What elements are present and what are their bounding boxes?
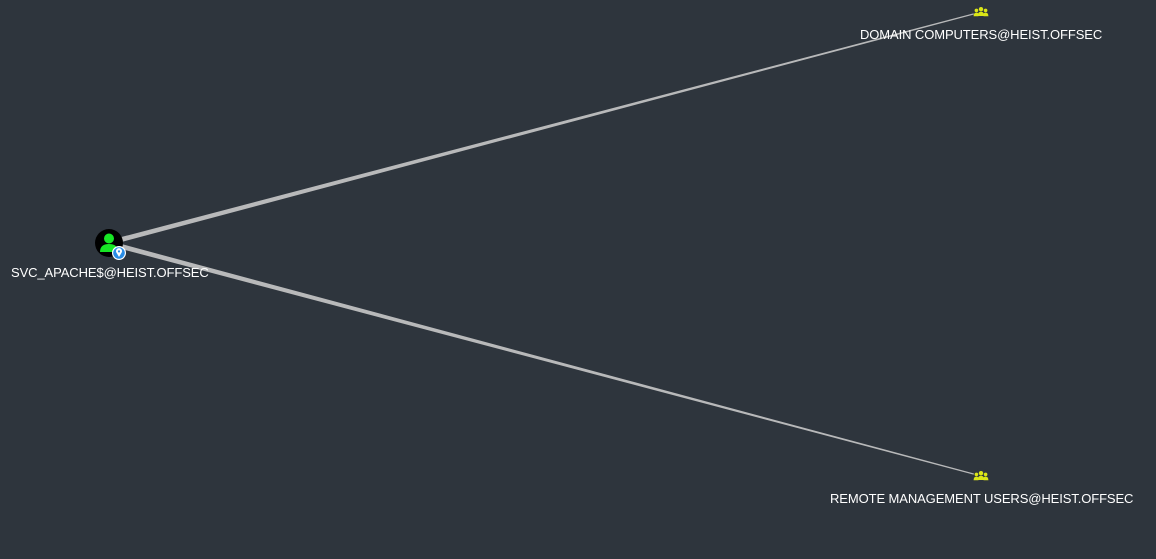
edge-svc-to-domain-computers[interactable] <box>112 11 981 245</box>
node-remote-management-users[interactable] <box>973 468 989 484</box>
edge-svc-to-remote-management-users[interactable] <box>112 241 981 477</box>
node-svc-apache[interactable] <box>95 229 126 260</box>
node-label-domain-computers[interactable]: DOMAIN COMPUTERS@HEIST.OFFSEC <box>860 27 1103 42</box>
node-label-svc-apache[interactable]: SVC_APACHE$@HEIST.OFFSEC <box>11 265 209 280</box>
group-icon <box>973 7 989 17</box>
node-label-remote-management-users[interactable]: REMOTE MANAGEMENT USERS@HEIST.OFFSEC <box>830 491 1134 506</box>
map-pin-badge-icon <box>112 246 126 260</box>
node-domain-computers[interactable] <box>973 4 989 20</box>
group-icon <box>973 471 989 481</box>
